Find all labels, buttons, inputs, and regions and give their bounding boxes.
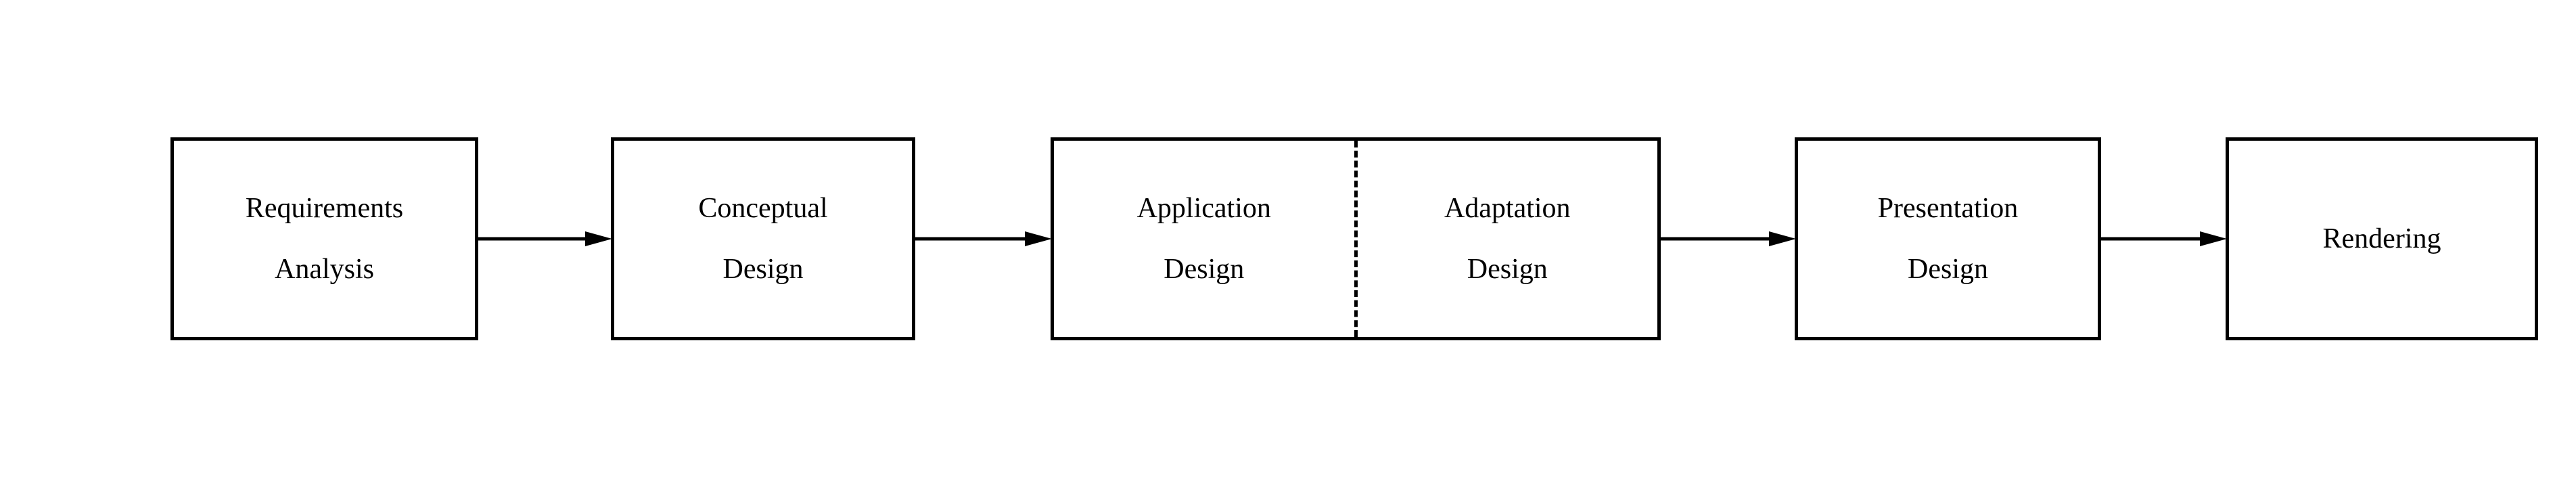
- node-label-line: Rendering: [2322, 223, 2441, 254]
- compartment-adaptation-design[interactable]: Adaptation Design: [1358, 141, 1658, 337]
- node-label-line: Presentation: [1877, 193, 2019, 224]
- compartment-conceptual-design: Conceptual Design: [614, 141, 912, 337]
- node-label-line: Requirements: [245, 193, 404, 224]
- node-presentation-design[interactable]: Presentation Design: [1795, 137, 2101, 340]
- compartment-presentation-design: Presentation Design: [1798, 141, 2098, 337]
- edge-presentation-to-rendering: [2100, 230, 2227, 248]
- node-label-line: Design: [1467, 254, 1548, 285]
- node-label-line: Conceptual: [698, 193, 828, 224]
- node-label-line: Adaptation: [1444, 193, 1571, 224]
- compartment-application-design[interactable]: Application Design: [1054, 141, 1358, 337]
- node-rendering[interactable]: Rendering: [2226, 137, 2538, 340]
- node-label-line: Analysis: [275, 254, 374, 285]
- compartment-rendering: Rendering: [2229, 141, 2535, 337]
- edge-requirements-to-conceptual: [477, 230, 612, 248]
- node-requirements-analysis[interactable]: Requirements Analysis: [170, 137, 478, 340]
- node-conceptual-design[interactable]: Conceptual Design: [611, 137, 915, 340]
- edge-application-to-presentation: [1659, 230, 1796, 248]
- node-label-line: Design: [1908, 254, 1988, 285]
- compartment-requirements-analysis: Requirements Analysis: [174, 141, 475, 337]
- edge-conceptual-to-application: [914, 230, 1052, 248]
- node-application-adaptation-design[interactable]: Application Design Adaptation Design: [1051, 137, 1661, 340]
- node-label-line: Application: [1136, 193, 1271, 224]
- node-label-line: Design: [722, 254, 804, 285]
- node-label-line: Design: [1164, 254, 1245, 285]
